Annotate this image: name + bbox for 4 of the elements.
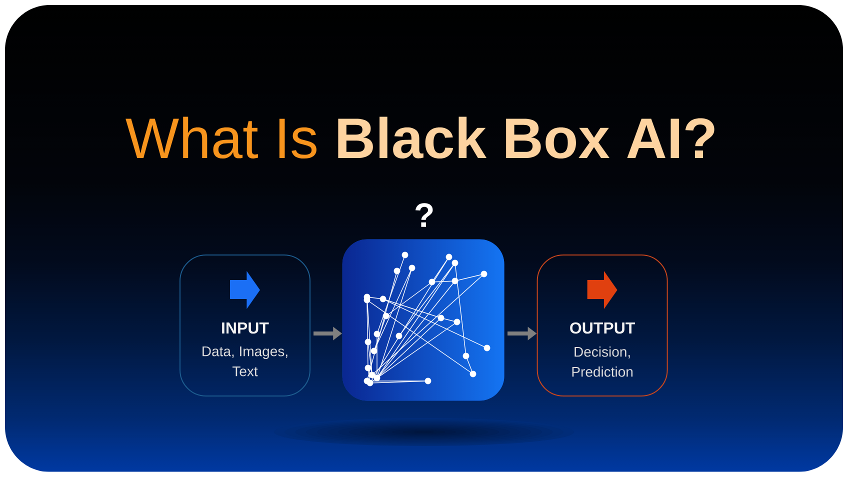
process-box: INPUT Data, Images, Text [180,254,310,396]
question-mark: ? [416,203,433,227]
title: What Is Black Box AI? [126,116,714,159]
process-box: OUTPUT Decision, Prediction [536,254,668,396]
